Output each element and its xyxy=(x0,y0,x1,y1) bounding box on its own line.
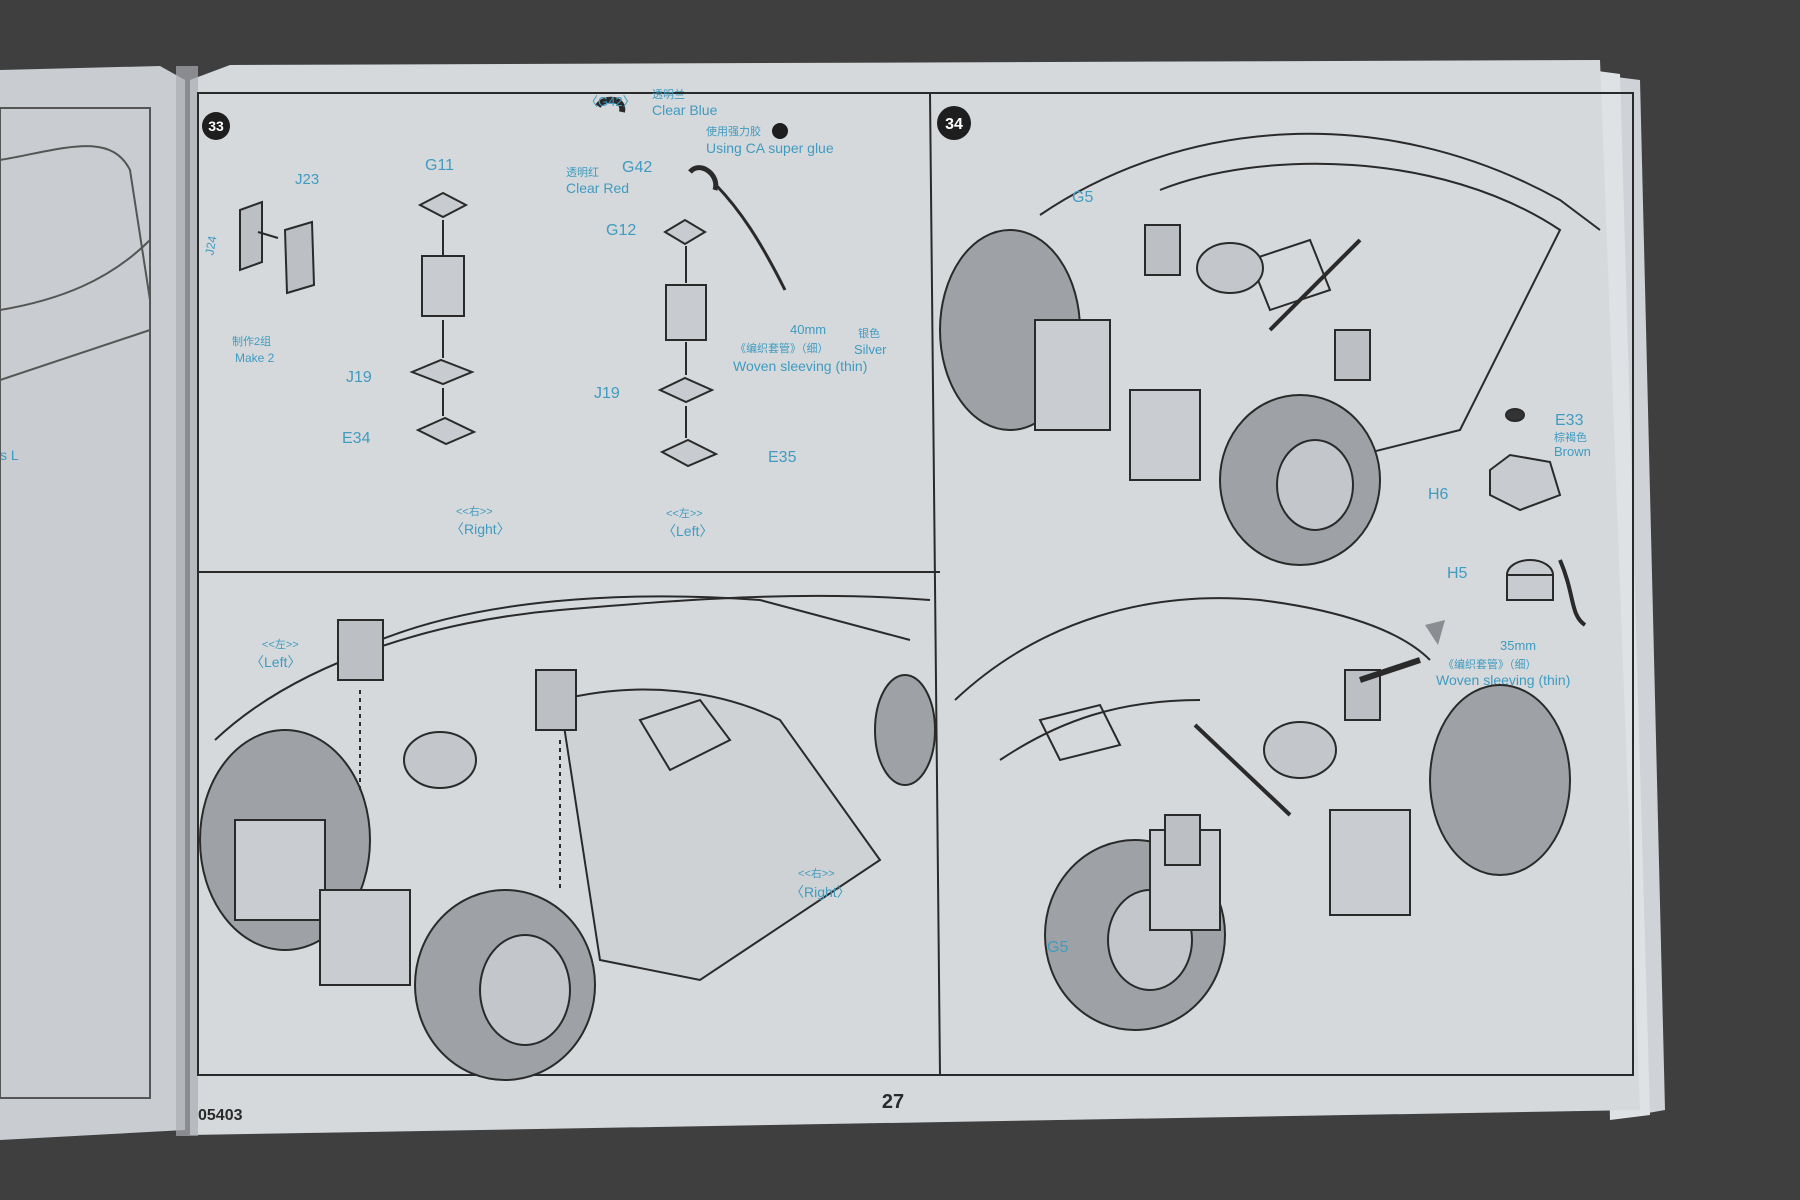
left-side-cn: <<左>> xyxy=(666,507,703,520)
step-34-tank-parts-drawing xyxy=(1425,408,1587,645)
glue-icon xyxy=(772,123,788,139)
sleeving-40mm-en: Woven sleeving (thin) xyxy=(733,358,867,374)
make-2-cn: 制作2组 xyxy=(232,334,271,348)
silver-en: Silver xyxy=(854,342,887,357)
sleeving-40mm-cn: 《编织套管》（细） xyxy=(735,341,829,355)
clear-red-cn: 透明红 xyxy=(566,166,599,179)
part-e34-label: E34 xyxy=(342,430,371,447)
part-j19-left-label: J19 xyxy=(594,385,620,402)
step-34-lower-car-drawing xyxy=(954,597,1571,1031)
left-page-fragment-label: s L xyxy=(0,447,19,463)
spine-shadow xyxy=(176,66,198,1136)
right-page xyxy=(190,60,1640,1135)
brown-en: Brown xyxy=(1554,444,1591,459)
clear-red-en: Clear Red xyxy=(566,180,629,196)
left-cooler-stack-drawing xyxy=(595,96,787,468)
part-j24-label: J24 xyxy=(202,234,219,256)
step-34-upper-car-drawing xyxy=(939,132,1601,566)
panel-grid xyxy=(197,92,1634,1076)
kit-number: 05403 xyxy=(198,1107,243,1124)
step-33-car-drawing xyxy=(199,594,936,1081)
right-side-cn: <<右>> xyxy=(456,504,493,518)
left-page xyxy=(0,66,185,1140)
brown-cn: 棕褐色 xyxy=(1554,430,1587,444)
j23-radiator-drawing xyxy=(239,200,316,295)
clear-blue-cn: 透明兰 xyxy=(652,88,685,101)
part-g11-label: G11 xyxy=(425,157,454,174)
page-number: 27 xyxy=(882,1091,904,1113)
glue-en: Using CA super glue xyxy=(706,140,834,156)
silver-cn: 银色 xyxy=(858,326,880,340)
part-h5-label: H5 xyxy=(1447,565,1468,582)
part-g5-bottom-label: G5 xyxy=(1047,939,1068,956)
make-2-en: Make 2 xyxy=(235,351,275,365)
part-e35-label: E35 xyxy=(768,449,797,466)
lower-right-en: 〈Right〉 xyxy=(790,884,851,900)
step-33-number: 33 xyxy=(208,118,224,134)
sleeving-35mm-length: 35mm xyxy=(1500,638,1536,653)
part-h6-label: H6 xyxy=(1428,486,1449,503)
part-g42-label: G42 xyxy=(622,159,652,176)
lower-left-cn: <<左>> xyxy=(262,638,299,651)
glue-cn: 使用强力胶 xyxy=(706,124,761,138)
step-33-badge: 33 xyxy=(202,112,230,140)
sleeving-35mm-cn: 《编织套管》（细） xyxy=(1443,657,1537,671)
part-g5-top-label: G5 xyxy=(1072,189,1093,206)
step-34-badge: 34 xyxy=(937,106,971,140)
part-j23-label: J23 xyxy=(295,171,319,188)
left-side-en: 〈Left〉 xyxy=(662,523,713,539)
step-34-number: 34 xyxy=(945,116,963,133)
right-cooler-stack-drawing xyxy=(409,191,477,446)
left-page-drawing xyxy=(0,107,151,1099)
part-g12-label: G12 xyxy=(606,222,636,239)
sleeving-40mm-length: 40mm xyxy=(790,322,826,337)
sleeving-35mm-en: Woven sleeving (thin) xyxy=(1436,672,1570,688)
right-side-en: 〈Right〉 xyxy=(450,521,511,537)
part-j19-right-label: J19 xyxy=(346,369,372,386)
lower-right-cn: <<右>> xyxy=(798,866,835,880)
part-e33-label: E33 xyxy=(1555,412,1584,429)
clear-blue-en: Clear Blue xyxy=(652,102,718,118)
g42-clear-blue-part: 〈G42〉 xyxy=(585,94,636,109)
lower-left-en: 〈Left〉 xyxy=(250,654,301,670)
